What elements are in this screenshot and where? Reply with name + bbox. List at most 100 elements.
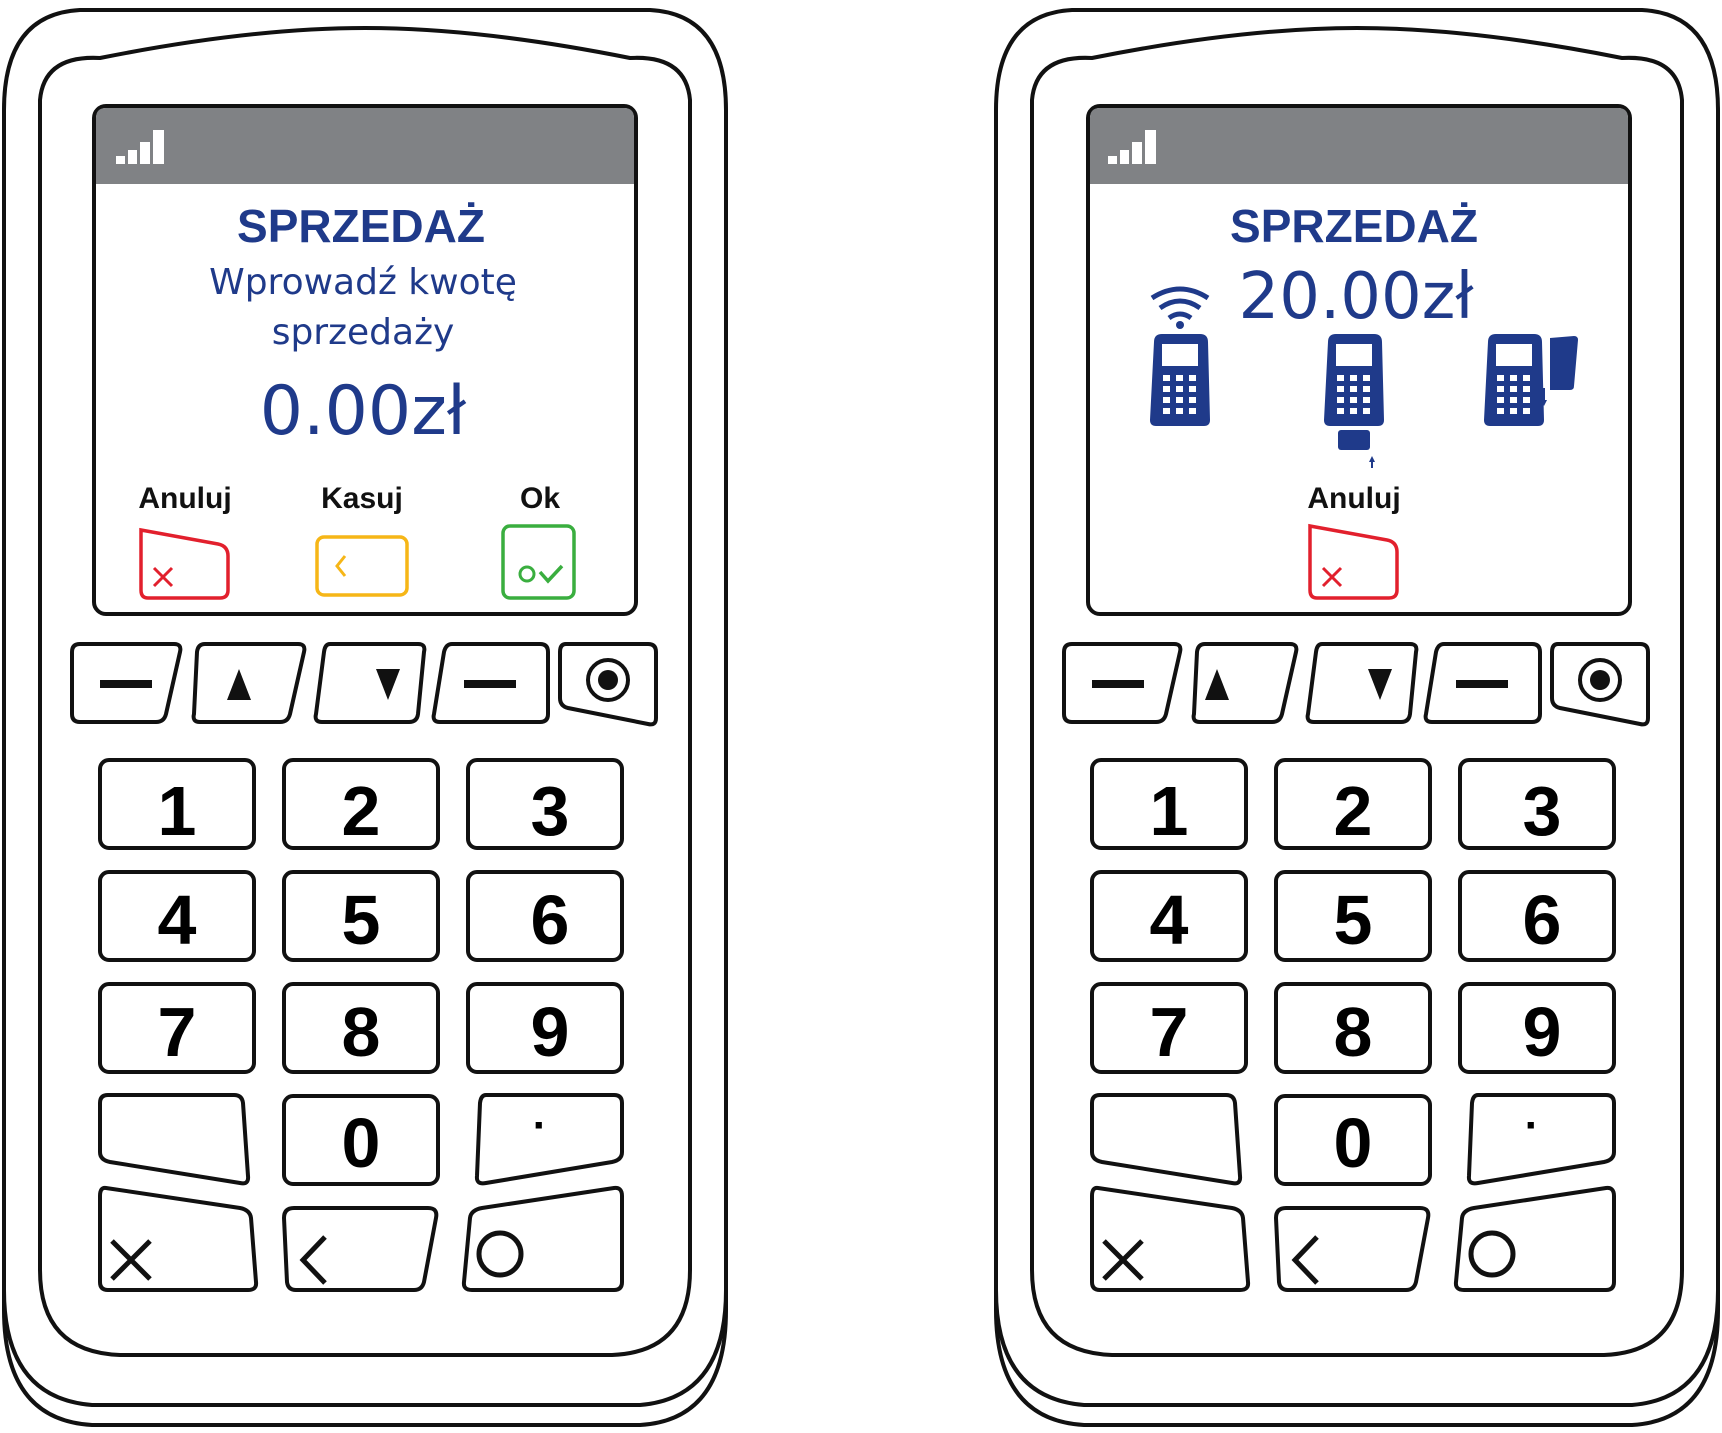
dash-icon (464, 680, 516, 688)
contactless-terminal-icon (1150, 286, 1210, 426)
screen (92, 104, 638, 616)
key-cancel[interactable] (98, 1185, 259, 1292)
dash-icon (1456, 680, 1508, 688)
arrow-up-icon (227, 669, 251, 700)
svg-text:7: 7 (158, 993, 197, 1071)
bottom-keys (98, 1185, 624, 1292)
softkey-label-cancel: Anuluj (138, 482, 231, 515)
terminal-bezel (38, 25, 692, 1357)
back-arrow-icon (335, 555, 347, 577)
key-backspace[interactable] (1273, 1206, 1431, 1292)
softkey-ok-button[interactable] (501, 524, 576, 600)
chip-insert-terminal-icon (1324, 334, 1384, 468)
terminal-bezel (1030, 25, 1684, 1357)
key-9[interactable]: 9 (1458, 982, 1616, 1074)
status-bar (1090, 108, 1628, 184)
key-dot[interactable]: · (474, 1093, 624, 1186)
screen-prompt-line2: sprzedaży (272, 312, 455, 353)
key-8[interactable]: 8 (1274, 982, 1432, 1074)
svg-text:2: 2 (1334, 772, 1373, 850)
func-key-left-dash[interactable] (1062, 642, 1183, 724)
key-5[interactable]: 5 (1274, 870, 1432, 962)
key-3[interactable]: 3 (1458, 758, 1616, 850)
key-0[interactable]: 0 (1274, 1094, 1432, 1186)
key-1[interactable]: 1 (98, 758, 256, 850)
softkey-label-cancel: Anuluj (1307, 482, 1400, 515)
func-key-menu[interactable] (558, 642, 658, 727)
svg-text:7: 7 (1150, 993, 1189, 1071)
softkey-cancel-button[interactable] (139, 527, 230, 600)
amount-display: 20.00zł (1239, 260, 1475, 334)
softkey-cancel-button[interactable] (1308, 523, 1399, 600)
key-dot[interactable]: · (1466, 1093, 1616, 1186)
svg-text:0: 0 (342, 1104, 381, 1182)
svg-text:8: 8 (342, 993, 381, 1071)
screen-title: SPRZEDAŻ (1230, 200, 1478, 252)
key-2[interactable]: 2 (282, 758, 440, 850)
func-key-up[interactable] (191, 642, 307, 724)
svg-text:·: · (1525, 1101, 1540, 1150)
key-enter[interactable] (461, 1185, 624, 1292)
key-2[interactable]: 2 (1274, 758, 1432, 850)
amount-display: 0.00zł (260, 372, 467, 451)
cancel-x-icon (110, 1239, 152, 1281)
key-5[interactable]: 5 (282, 870, 440, 962)
key-3[interactable]: 3 (466, 758, 624, 850)
svg-text:1: 1 (158, 772, 197, 850)
func-key-right-dash[interactable] (1423, 642, 1542, 724)
menu-ring-icon (1578, 658, 1622, 702)
svg-text:·: · (533, 1101, 548, 1150)
softkey-label-clear: Kasuj (321, 482, 403, 515)
key-blank[interactable] (98, 1093, 251, 1186)
dash-icon (1092, 680, 1144, 688)
cancel-x-icon (152, 566, 174, 588)
key-9[interactable]: 9 (466, 982, 624, 1074)
dash-icon (100, 680, 152, 688)
softkey-clear-button[interactable] (315, 535, 409, 597)
svg-text:3: 3 (531, 772, 570, 850)
func-key-up[interactable] (1191, 642, 1299, 724)
menu-ring-icon (586, 658, 630, 702)
cancel-x-icon (1102, 1239, 1144, 1281)
func-key-down[interactable] (1305, 642, 1419, 724)
arrow-up-icon (1205, 669, 1229, 700)
enter-circle-icon (476, 1230, 524, 1278)
key-6[interactable]: 6 (466, 870, 624, 962)
svg-text:1: 1 (1150, 772, 1189, 850)
arrow-down-icon (1368, 669, 1392, 700)
key-cancel[interactable] (1090, 1185, 1251, 1292)
signal-strength-icon (116, 130, 164, 164)
key-0[interactable]: 0 (282, 1094, 440, 1186)
terminal-left: SPRZEDAŻ Wprowadź kwotę sprzedaży 0.00zł… (1, 8, 728, 1427)
svg-text:6: 6 (531, 881, 570, 959)
key-backspace[interactable] (281, 1206, 439, 1292)
key-4[interactable]: 4 (98, 870, 256, 962)
function-row (70, 642, 658, 727)
key-enter-highlighted[interactable] (1453, 1185, 1616, 1292)
status-bar (96, 108, 634, 184)
ok-circle-icon (518, 565, 536, 583)
key-8[interactable]: 8 (282, 982, 440, 1074)
svg-text:4: 4 (158, 881, 197, 959)
key-1[interactable]: 1 (1090, 758, 1248, 850)
key-7[interactable]: 7 (98, 982, 256, 1074)
enter-circle-icon (1468, 1230, 1516, 1278)
swipe-terminal-icon (1484, 334, 1578, 426)
svg-text:5: 5 (342, 881, 381, 959)
svg-text:4: 4 (1150, 881, 1189, 959)
func-key-right-dash[interactable] (431, 642, 550, 724)
func-key-down[interactable] (313, 642, 427, 724)
func-key-menu[interactable] (1550, 642, 1650, 727)
bottom-keys (1090, 1185, 1616, 1292)
svg-text:2: 2 (342, 772, 381, 850)
func-key-left-dash[interactable] (70, 642, 183, 724)
key-6[interactable]: 6 (1458, 870, 1616, 962)
svg-text:6: 6 (1523, 881, 1562, 959)
key-4[interactable]: 4 (1090, 870, 1248, 962)
key-7[interactable]: 7 (1090, 982, 1248, 1074)
key-blank[interactable] (1090, 1093, 1243, 1186)
numeric-keypad: 1 2 3 4 5 6 7 (1090, 758, 1616, 1186)
svg-text:9: 9 (531, 993, 570, 1071)
function-row (1062, 642, 1650, 727)
